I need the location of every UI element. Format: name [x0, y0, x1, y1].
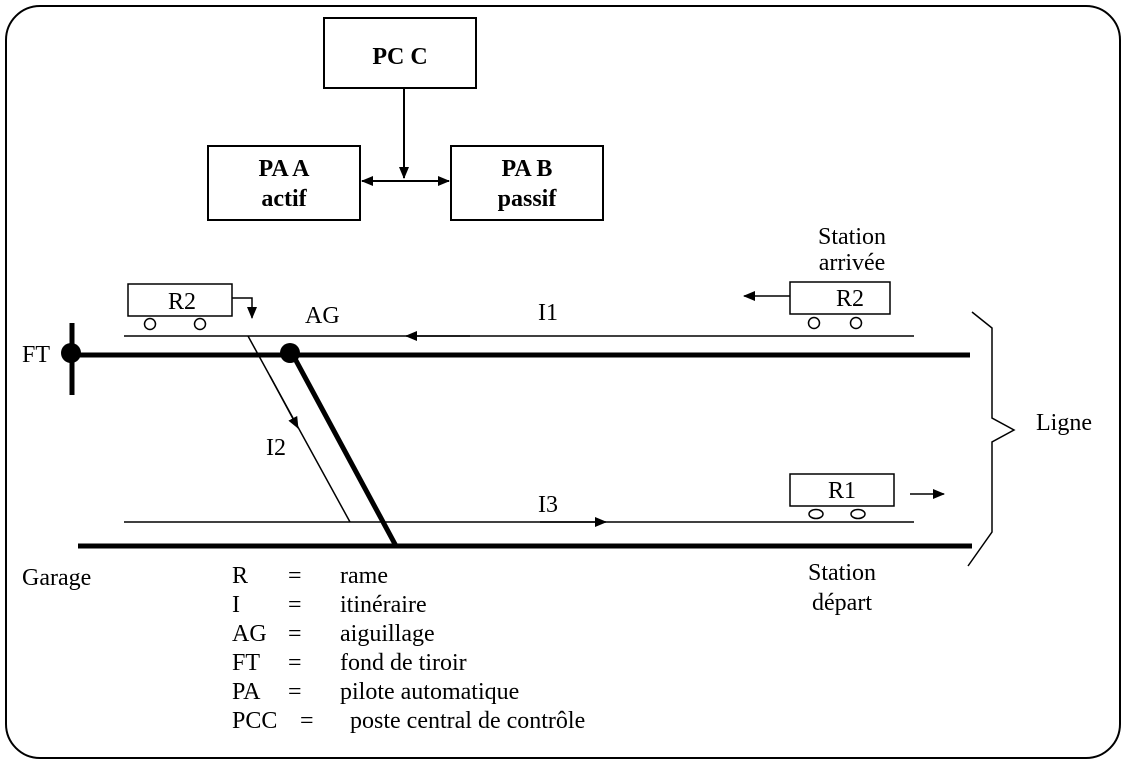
- ag-label: AG: [305, 303, 340, 329]
- train-r1: R1: [789, 473, 945, 520]
- legend-meaning: rame: [340, 563, 388, 589]
- legend-abbr: PA: [232, 679, 261, 705]
- legend-abbr: AG: [232, 621, 267, 647]
- i2-direction-arrow: [269, 375, 299, 429]
- train-r2-left-label: R2: [168, 289, 196, 315]
- switch-branch-thick: [290, 353, 399, 548]
- legend-meaning: itinéraire: [340, 592, 427, 618]
- ft-label: FT: [22, 342, 50, 368]
- ligne-brace: [967, 311, 1016, 567]
- legend-abbr: R: [232, 563, 248, 589]
- legend-meaning: aiguillage: [340, 621, 435, 647]
- pa-b-box: PA B passif: [450, 145, 604, 221]
- i3-label: I3: [538, 492, 558, 518]
- outer-frame: [5, 5, 1121, 759]
- legend-meaning: pilote automatique: [340, 679, 519, 705]
- train-r1-label: R1: [828, 478, 856, 504]
- garage-label: Garage: [22, 565, 91, 591]
- pa-b-label-1: PA B: [502, 156, 553, 182]
- legend-abbr: FT: [232, 650, 260, 676]
- legend-meaning: fond de tiroir: [340, 650, 467, 676]
- legend-eq: =: [288, 592, 302, 618]
- station-depart-label-1: Station: [808, 560, 876, 586]
- ft-buffer-dot: [61, 343, 81, 363]
- r2-left-turn-arrow: [232, 297, 257, 319]
- pcc-box: PC C: [323, 17, 477, 89]
- station-arrivee-label-2: arrivée: [819, 250, 886, 276]
- track-i2-thin: [247, 335, 351, 523]
- legend-eq: =: [288, 679, 302, 705]
- pa-a-label-1: PA A: [259, 156, 311, 182]
- legend-eq: =: [288, 563, 302, 589]
- pa-b-label-2: passif: [498, 186, 558, 212]
- train-r2-left: R2: [127, 283, 233, 331]
- ligne-label: Ligne: [1036, 410, 1092, 436]
- legend: R = rame I = itinéraire AG = aiguillage …: [232, 563, 585, 734]
- i2-label: I2: [266, 435, 286, 461]
- station-depart-label-2: départ: [812, 590, 872, 616]
- pa-a-label-2: actif: [261, 186, 307, 212]
- pa-a-box: PA A actif: [207, 145, 361, 221]
- pcc-label: PC C: [372, 44, 427, 70]
- legend-eq: =: [288, 650, 302, 676]
- train-r2-right-label: R2: [836, 286, 864, 312]
- legend-meaning: poste central de contrôle: [350, 708, 585, 734]
- legend-eq: =: [300, 708, 314, 734]
- legend-abbr: I: [232, 592, 240, 618]
- i1-label: I1: [538, 300, 558, 326]
- legend-eq: =: [288, 621, 302, 647]
- station-arrivee-label-1: Station: [818, 224, 886, 250]
- train-r2-right: R2: [743, 281, 891, 330]
- legend-abbr: PCC: [232, 708, 277, 734]
